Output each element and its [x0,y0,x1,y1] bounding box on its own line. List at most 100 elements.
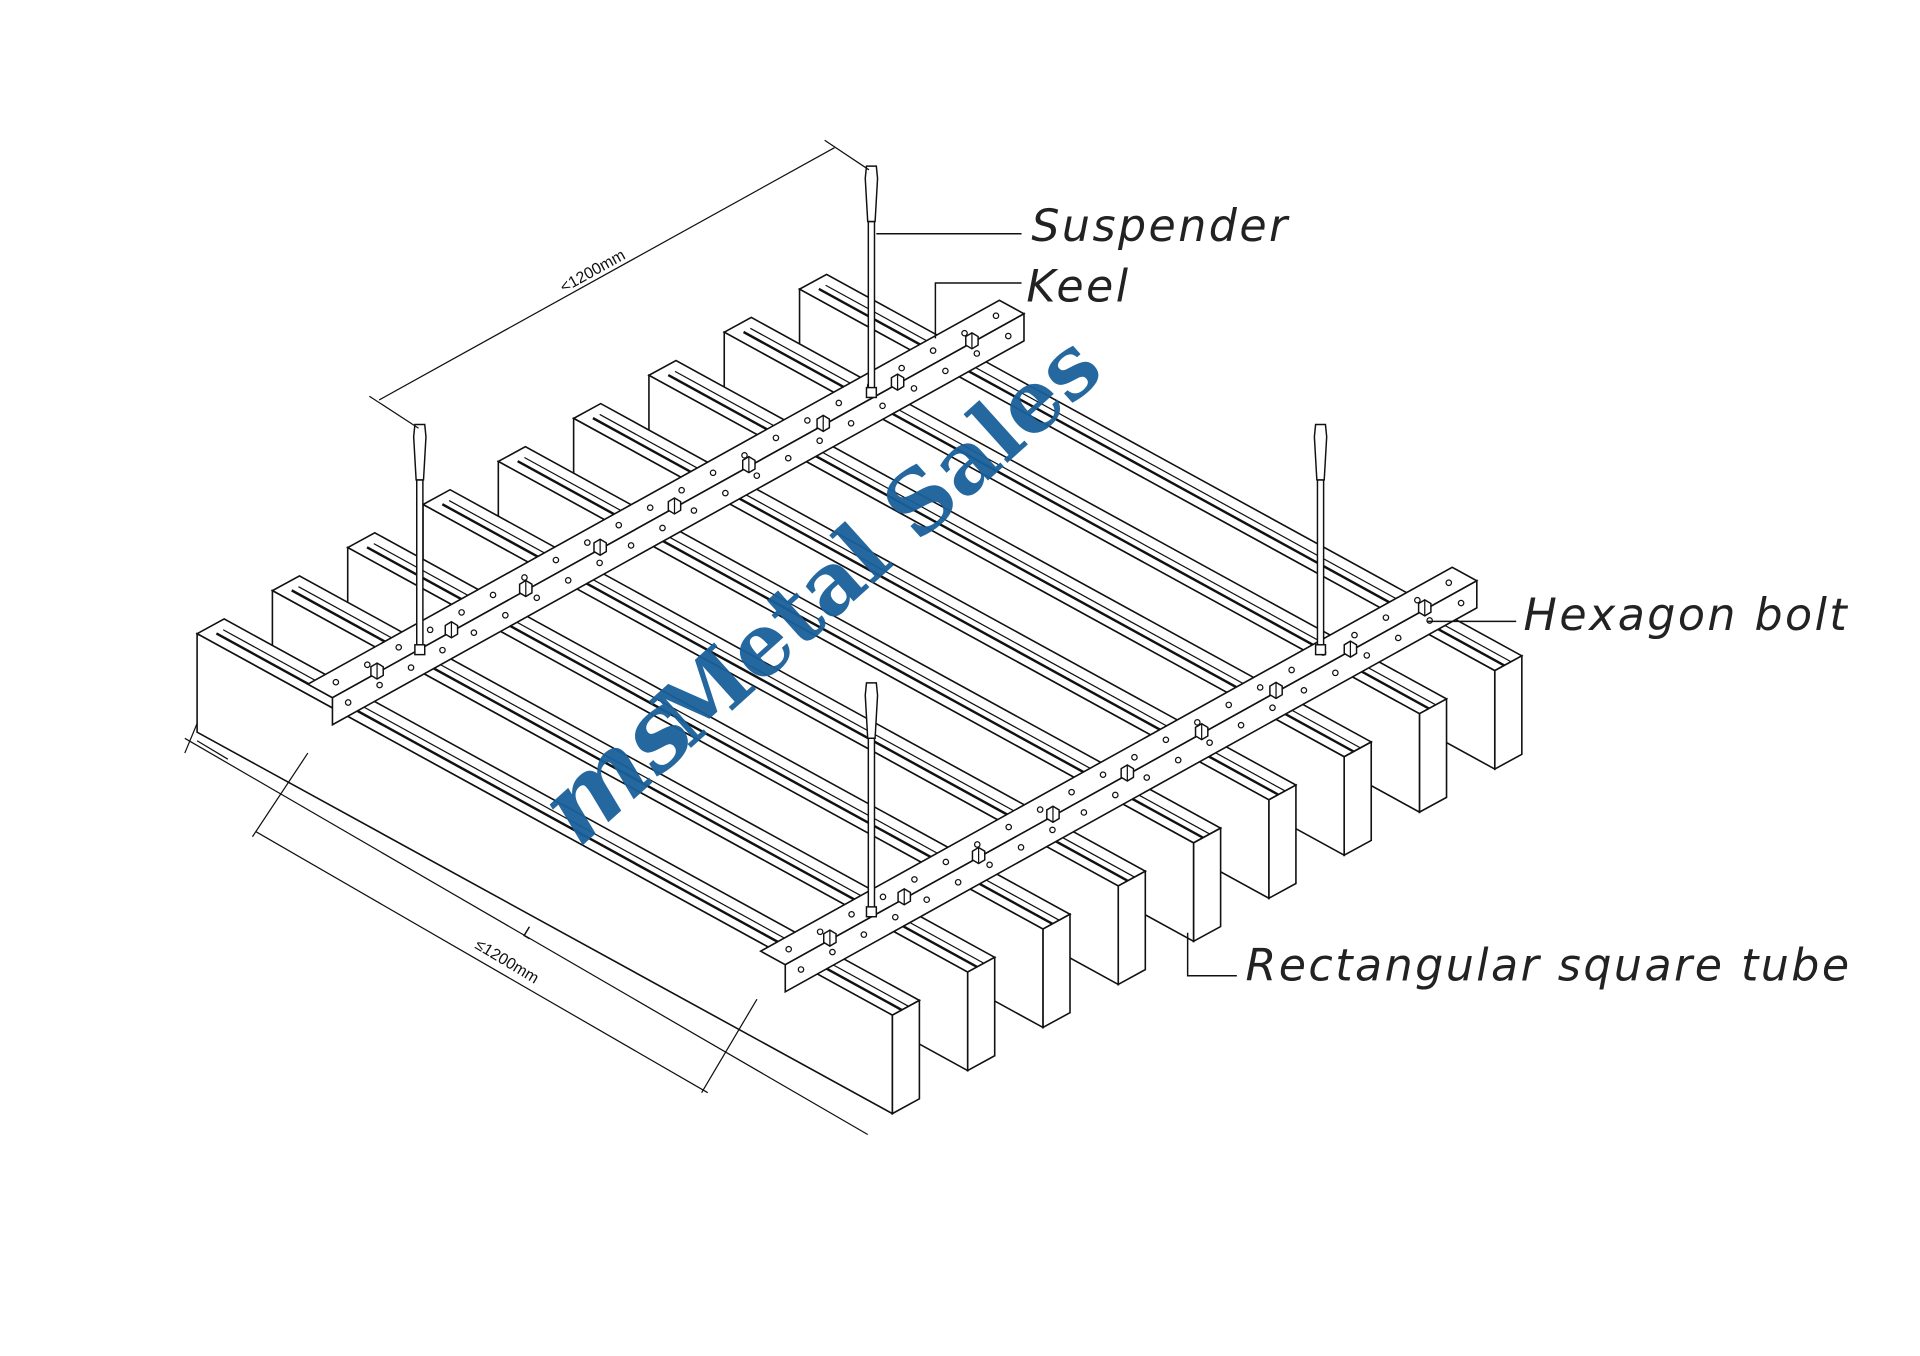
keel-hole [1143,774,1151,781]
length-extension-left [184,723,198,754]
top-dimension-line [378,147,835,401]
keel-hole [615,521,623,529]
keel-hole [627,542,635,549]
keel-hole [1004,332,1012,340]
keel-hole [1445,579,1453,587]
keel-hole [1193,719,1201,726]
keel-hole [1237,721,1245,729]
length-dimension-line [184,737,869,1136]
hexagon-bolt [1343,640,1358,658]
top-dimension-label: <1200mm [557,247,628,297]
length-guide [196,740,229,760]
keel-hole [804,417,811,424]
keel-hole [584,539,591,546]
keels-group [306,299,1479,994]
keel-hole [848,910,855,918]
keel-hole [860,931,868,938]
keel-hole [923,896,931,904]
suspender-nut [865,386,878,399]
hexagon-bolt [1046,805,1060,824]
top-extension-right [824,139,870,171]
keel-hole [363,661,371,669]
keel-hole [910,385,918,392]
keel-hole [1206,739,1213,746]
span-extension-right [701,998,758,1093]
hexagon-bolt [1194,722,1209,741]
keel-hole [1269,704,1276,712]
keel-hole [722,489,729,497]
top-extension-left [369,395,419,429]
tube-end-face [966,955,996,1072]
keel-hole [1382,614,1390,621]
keel-hole [659,524,666,532]
suspender [1313,423,1328,656]
keel-hole [973,350,981,357]
keel-hole [911,876,918,883]
hexagon-bolt [593,538,608,557]
keel-hole [1068,788,1075,796]
keel-hole [1080,809,1088,816]
keel-hole [407,664,415,671]
tube-end-face [1117,869,1147,986]
hexagon-bolt-label: Hexagon bolt [1524,590,1850,641]
suspender-cap [412,423,427,481]
hexagon-bolt [444,620,459,639]
keel-hole [1351,631,1358,639]
suspender-rod [1316,479,1325,650]
hexagon-bolt [965,331,979,350]
keel-hole [961,329,968,337]
suspender-rod [416,479,424,650]
keel-hole [741,452,748,459]
dimension-lines [184,139,870,1136]
keel-hole [1457,599,1465,607]
keel-hole [942,367,949,375]
keel-hole [1363,652,1371,659]
keel-hole [1174,756,1182,764]
keel-hole [1394,634,1402,642]
keel-flange [331,312,1025,727]
tube-label: Rectangular square tube [1245,941,1851,992]
keel-hole [502,611,509,619]
suspender-cap [864,682,879,740]
span-dimension-line [255,831,709,1094]
tube-leader [1186,932,1237,977]
span-extension-left [251,752,309,838]
keel-hole [344,699,352,706]
keel-hole [986,861,993,869]
keel-hole [552,556,560,564]
keel-hole [1049,826,1056,834]
keel-hole [376,681,383,689]
keel-hole [1099,771,1107,779]
suspender [864,165,879,399]
keel-hole [1426,617,1433,624]
keel-hole [646,504,654,512]
hexagon-bolt [822,929,837,947]
tube-end-face [1268,783,1297,900]
hexagon-bolt [518,579,533,598]
keel-hole [1414,596,1421,604]
suspender-rod [867,737,876,912]
keel [306,299,1026,727]
keel-hole [816,437,823,445]
keel-hole [891,913,899,921]
keel-hole [332,678,340,686]
keel-hole [426,626,434,634]
keel-hole [847,419,855,427]
keel-hole [929,347,937,354]
keel-hole [753,472,761,479]
suspender-label: Suspender [1031,201,1290,252]
keel-flange [784,579,1478,994]
keel-hole [1036,806,1044,813]
keel-hole [678,486,685,494]
tube-end-face [891,999,921,1115]
keel-hole [458,609,465,616]
keel-hole [829,948,836,956]
hexagon-bolt [370,662,384,680]
keel-hole [1332,669,1339,677]
keel-hole [879,893,887,901]
hexagon-bolt [890,373,905,391]
keel-hole [973,841,981,848]
keel-hole [470,629,478,637]
keel-hole [395,643,403,651]
